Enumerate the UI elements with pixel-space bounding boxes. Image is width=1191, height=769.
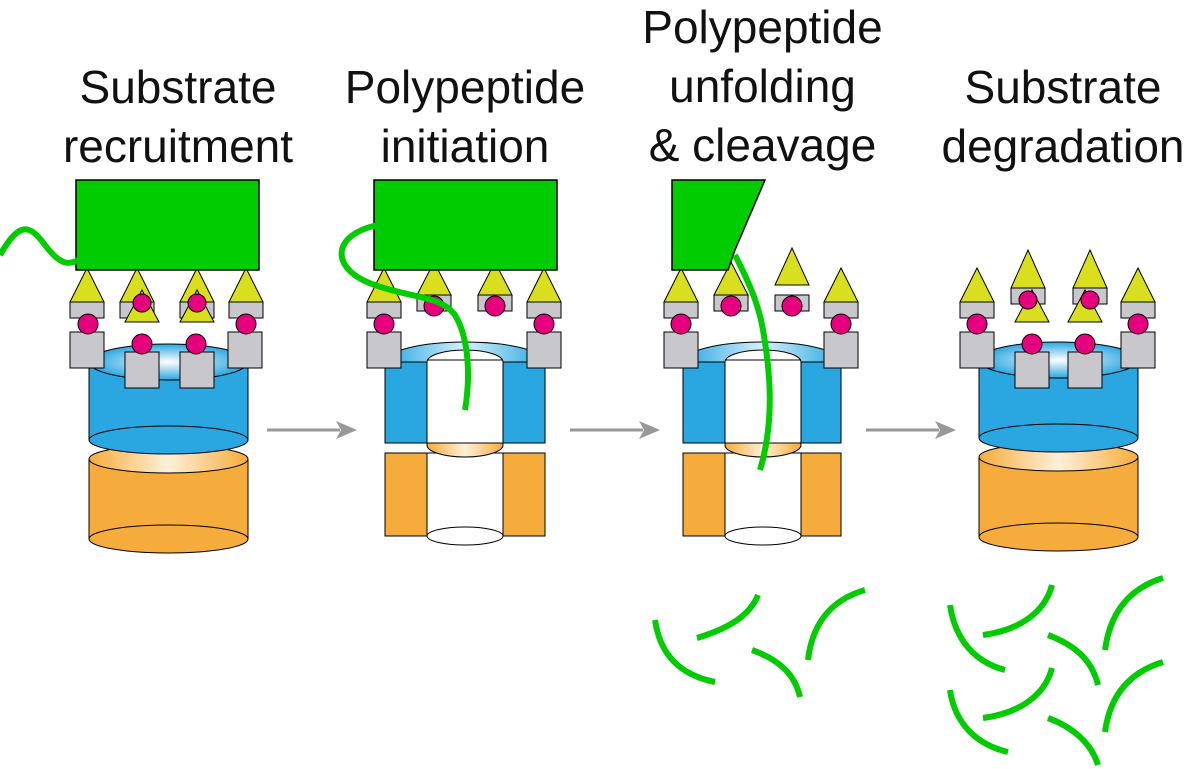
stage-1-label: Substrate recruitment [58, 58, 298, 176]
peptide-fragments-stage-4 [947, 575, 1164, 766]
regulatory-ring [88, 343, 249, 455]
right-arrow-icon [570, 421, 660, 439]
substrate-chain [732, 253, 773, 471]
peptide-fragments-stage-3 [652, 587, 866, 698]
stage-4-protease [959, 248, 1156, 552]
stage-2-label-line-2: initiation [380, 120, 550, 172]
substrate-protein [373, 179, 558, 271]
stage-4-label-line-2: degradation [941, 120, 1185, 172]
stage-1-label-line-2: recruitment [62, 120, 294, 172]
stage-4-label: Substrate degradation [935, 58, 1191, 176]
right-arrow-icon [267, 421, 357, 439]
substrate-protein [75, 179, 260, 271]
catalytic-ring [978, 442, 1139, 552]
right-arrow-icon [866, 421, 956, 439]
regulatory-ring-open [384, 341, 546, 444]
stage-3-label-line-3: & cleavage [648, 119, 877, 171]
stage-2-protease [338, 179, 562, 546]
atpase-subunits [663, 246, 859, 369]
atpase-subunits [959, 248, 1156, 389]
substrate-protein-unfolding [671, 179, 767, 271]
stage-3-label-line-2: unfolding [669, 60, 856, 112]
regulatory-ring-open [682, 341, 842, 444]
substrate-chain [338, 222, 471, 411]
stage-3-label: Polypeptide unfolding & cleavage [625, 0, 900, 175]
catalytic-ring-open [384, 432, 546, 546]
atpase-subunits [69, 266, 264, 389]
regulatory-ring [978, 341, 1139, 453]
stage-3-label-line-1: Polypeptide [642, 1, 883, 53]
stage-1-label-line-1: Substrate [79, 61, 277, 113]
stage-3-protease [663, 179, 859, 546]
stage-2-label: Polypeptide initiation [330, 58, 600, 176]
degron-tail [0, 226, 87, 266]
stage-4-label-line-1: Substrate [964, 61, 1162, 113]
catalytic-ring [88, 444, 249, 554]
stage-2-label-line-1: Polypeptide [344, 61, 586, 113]
stage-1-protease [0, 179, 264, 554]
catalytic-ring-open [682, 432, 842, 546]
